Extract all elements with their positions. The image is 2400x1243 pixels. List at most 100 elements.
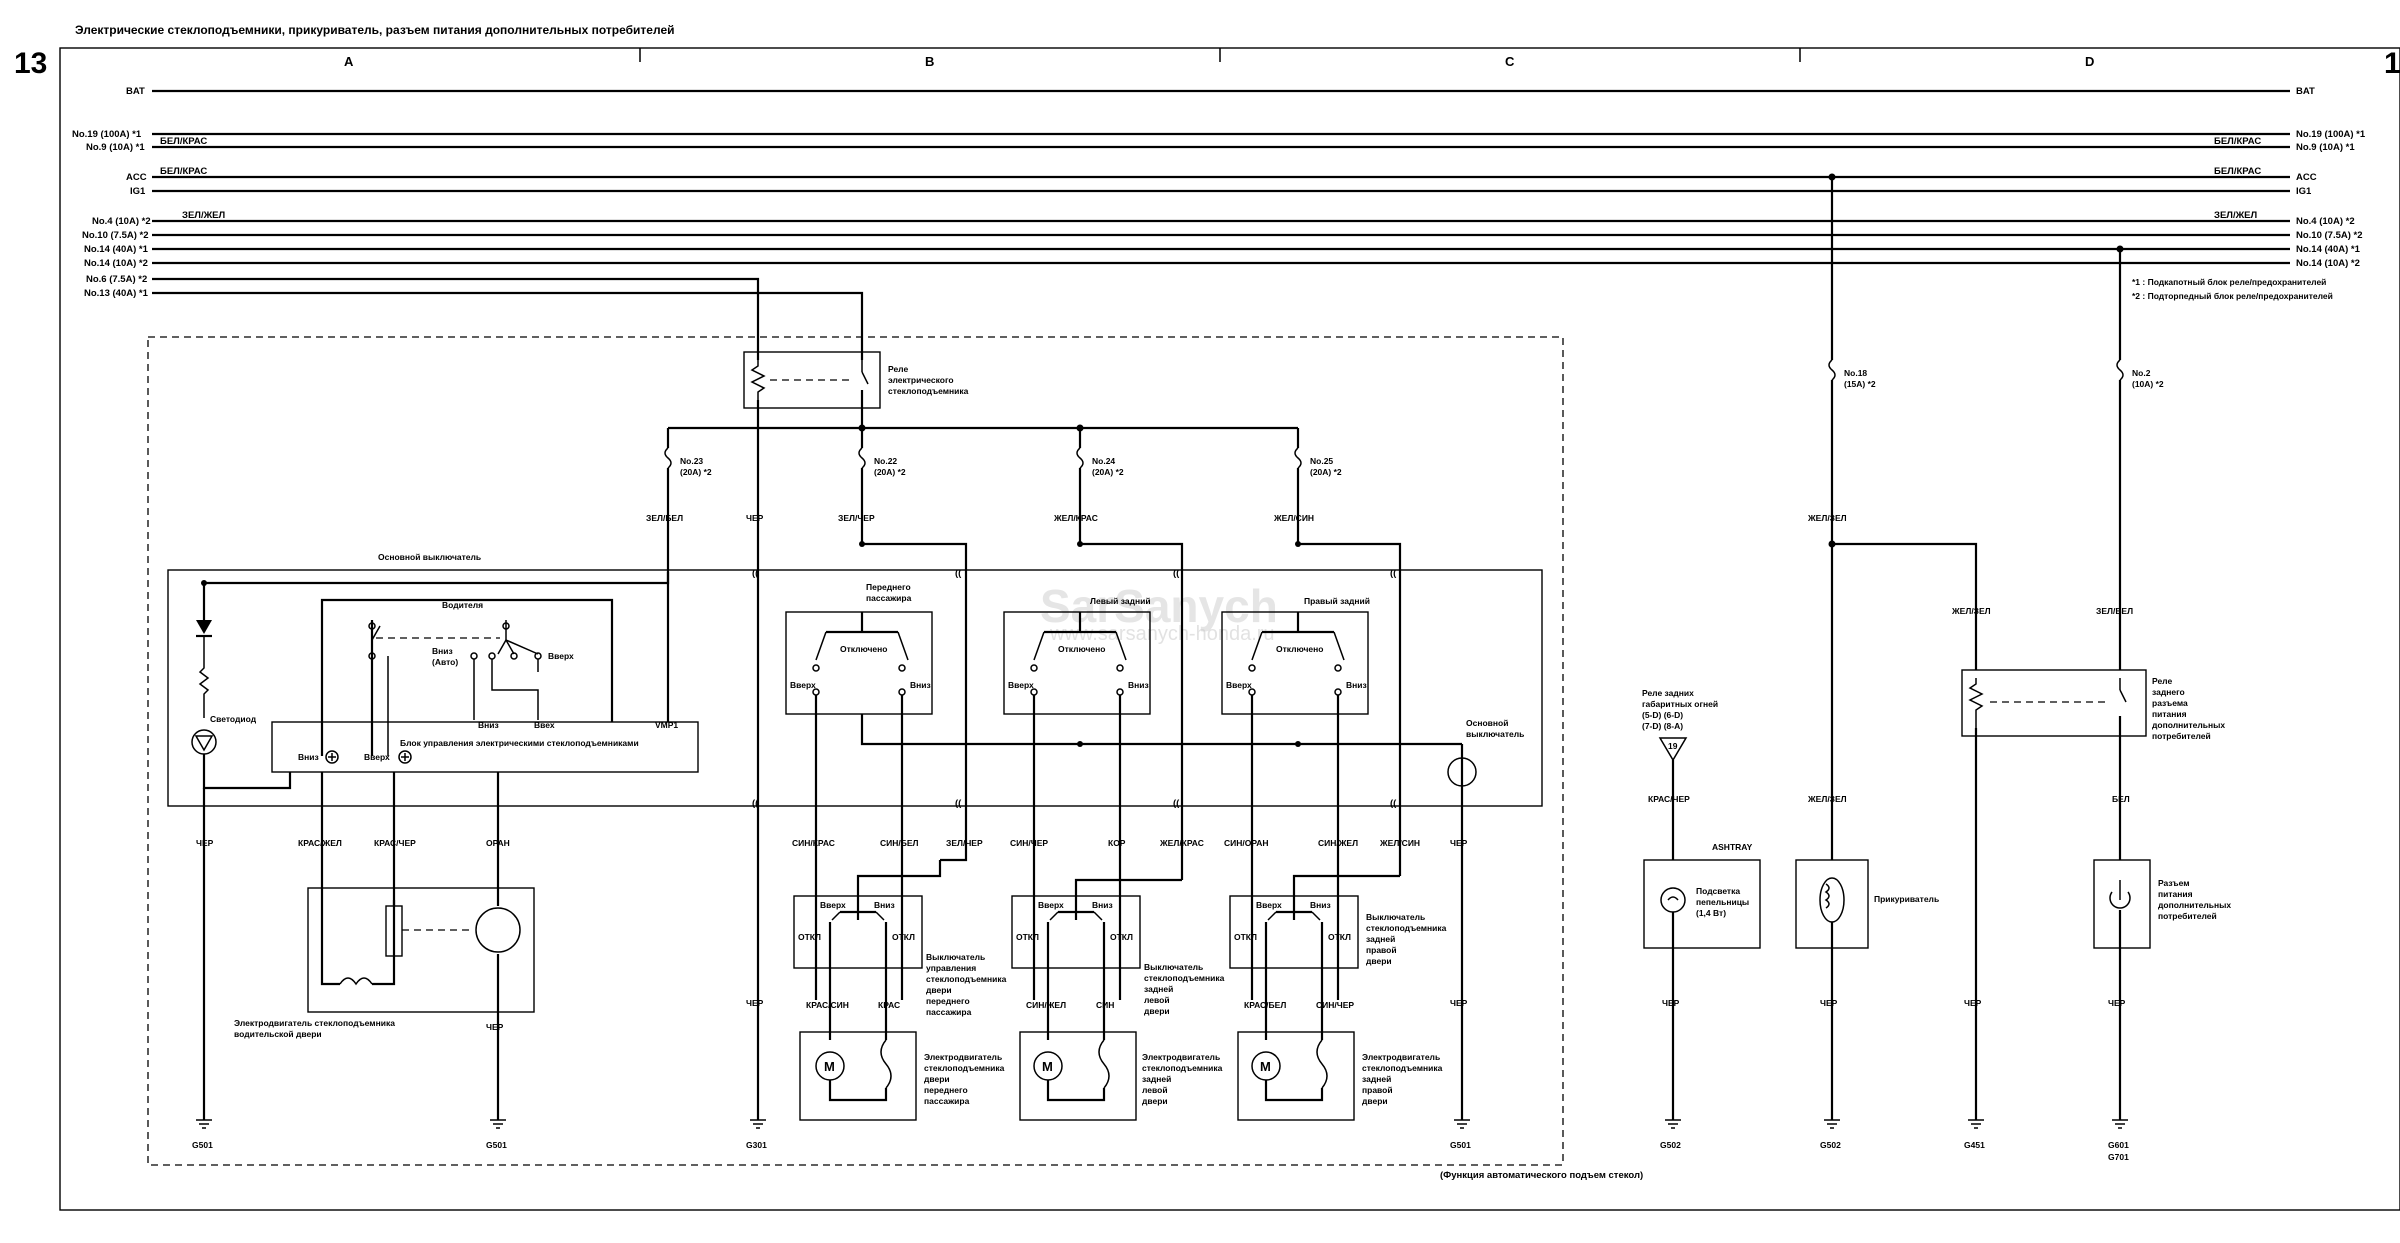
connector-break: ((	[1173, 798, 1180, 809]
fuse-rating: (20A) *2	[1092, 467, 1124, 477]
wire-label: СИН/ЧЕР	[1316, 1000, 1354, 1010]
door-switch-off: ОТКЛ	[892, 932, 915, 942]
relay-coil-feed	[1832, 542, 1978, 670]
wire-label: ЖЕЛ/КРАС	[1159, 838, 1204, 848]
connector-break: ((	[1390, 568, 1397, 579]
fuse-rating: (20A) *2	[680, 467, 712, 477]
relay-contact-blade	[2119, 689, 2127, 703]
wire-label: СИН/ЖЕЛ	[1026, 1000, 1066, 1010]
tail-relay-label: (7-D) (8-A)	[1642, 721, 1683, 731]
motor-label: левой	[1142, 1085, 1168, 1095]
motor-label: Электродвигатель	[1142, 1052, 1220, 1062]
wire-label: СИН/КРАС	[792, 838, 835, 848]
rail-label-right: BAT	[2296, 86, 2315, 97]
door-switch-label: стеклоподъемника	[1366, 923, 1447, 933]
switch-label-auto: (Авто)	[432, 657, 458, 667]
socket-label: питания	[2158, 889, 2193, 899]
wire-label: ЖЕЛ/СИН	[1273, 513, 1314, 523]
motor-label: переднего	[924, 1085, 968, 1095]
rail-label-left: ACC	[126, 172, 147, 183]
switch-contact	[898, 664, 906, 672]
switch-blade	[1115, 631, 1127, 661]
ground-bus	[860, 714, 1462, 746]
wire-label: ЖЕЛ/КРАС	[1053, 513, 1098, 523]
ground-icon	[2112, 1119, 2128, 1129]
socket-label: дополнительных	[2158, 900, 2231, 910]
fuse-no22: No.22 (20A) *2 ЗЕЛ/ЧЕР	[838, 428, 906, 544]
door-switch-label: стеклоподъемника	[1144, 973, 1225, 983]
section-feed	[1080, 542, 1184, 880]
rail-label-right: No.10 (7.5A) *2	[2296, 230, 2363, 241]
motor-label: Электродвигатель стеклоподъемника	[234, 1018, 395, 1028]
fuse-name: No.2	[2132, 368, 2151, 378]
connector-break: ((	[1173, 568, 1180, 579]
connector-break: ((	[752, 798, 759, 809]
wire-label: ЖЕЛ/СИН	[1379, 838, 1420, 848]
column-label-a: A	[344, 54, 354, 69]
door-switch-label: Выключатель	[1144, 962, 1203, 972]
ashtray-label: Подсветка	[1696, 886, 1740, 896]
wire-label: КРАС/ЧЕР	[1648, 794, 1690, 804]
motor-box	[799, 1031, 917, 1121]
switch-contact	[502, 622, 510, 630]
page-title: Электрические стеклоподъемники, прикурив…	[75, 23, 675, 37]
wire-label: ЗЕЛ/ЧЕР	[946, 838, 983, 848]
fuse-rating: (20A) *2	[874, 467, 906, 477]
tail-relay-tag-icon	[1658, 737, 1688, 762]
ashtray-label: (1,4 Вт)	[1696, 908, 1726, 918]
connector-break: ((	[955, 798, 962, 809]
motor-label: задней	[1362, 1074, 1391, 1084]
rail-label-left: IG1	[130, 186, 146, 197]
door-switch-feed	[1074, 878, 1182, 920]
motor-thermal-icon	[339, 977, 373, 986]
switch-contact	[368, 652, 376, 660]
motor-label: стеклоподъемника	[1362, 1063, 1443, 1073]
rail-no13	[152, 291, 864, 360]
motor-right-rear: M Электродвигатель стеклоподъемника задн…	[1237, 1031, 1443, 1121]
rail-label-right: IG1	[2296, 186, 2312, 197]
wire-label: СИН	[1096, 1000, 1114, 1010]
relay-box	[743, 351, 881, 409]
relay-contact-blade	[861, 371, 869, 385]
motor-symbol: M	[1042, 1059, 1053, 1074]
relay-label-line: заднего	[2152, 687, 2185, 697]
door-switch-label: пассажира	[926, 1007, 972, 1017]
ground-label: G502	[1820, 1140, 1841, 1150]
section-down: Вниз	[1346, 680, 1367, 690]
switch-blade	[831, 911, 841, 921]
section-title: Правый задний	[1304, 596, 1370, 606]
switch-label-down: Вниз	[432, 646, 453, 656]
accessory-relay-box	[1961, 669, 2147, 737]
column-label-d: D	[2085, 54, 2094, 69]
control-unit-box	[271, 721, 699, 773]
footnote-1: *1 : Подкапотный блок реле/предохранител…	[2132, 277, 2326, 287]
relay-label-line: питания	[2152, 709, 2187, 719]
door-switch-label: Выключатель	[1366, 912, 1425, 922]
wire-label: БЕЛ/КРАС	[2214, 166, 2261, 177]
motor-box	[1237, 1031, 1355, 1121]
rail-label-left: No.10 (7.5A) *2	[82, 230, 149, 241]
auto-function-boundary	[147, 336, 1564, 1166]
ground-label: G451	[1964, 1140, 1985, 1150]
fuse-icon	[858, 447, 866, 469]
switch-blade	[897, 631, 909, 661]
wire-label: ЗЕЛ/БЕЛ	[646, 513, 683, 523]
unit-pin-up: Ввех	[534, 720, 555, 730]
wire-label: ЧЕР	[1662, 998, 1680, 1008]
switch-contact	[510, 652, 518, 660]
switch-contact	[1334, 688, 1342, 696]
switch-contact	[1116, 664, 1124, 672]
ashtray-title: ASHTRAY	[1712, 842, 1753, 852]
motor-label: двери	[924, 1074, 950, 1084]
wire-label: ЗЕЛ/ЖЕЛ	[2214, 210, 2258, 221]
rail-label-left: No.6 (7.5A) *2	[86, 274, 147, 285]
thermal-breaker-icon	[1316, 1039, 1328, 1089]
bulb-filament-icon	[1667, 896, 1679, 901]
connector-break: ((	[955, 568, 962, 579]
watermark-url: www.sarsanych-honda.ru	[1049, 623, 1275, 645]
door-switch-down: Вниз	[1310, 900, 1331, 910]
diode-icon	[196, 620, 212, 634]
tail-relay-tag: 19	[1668, 741, 1678, 751]
wire-label: КРАС/БЕЛ	[1244, 1000, 1286, 1010]
